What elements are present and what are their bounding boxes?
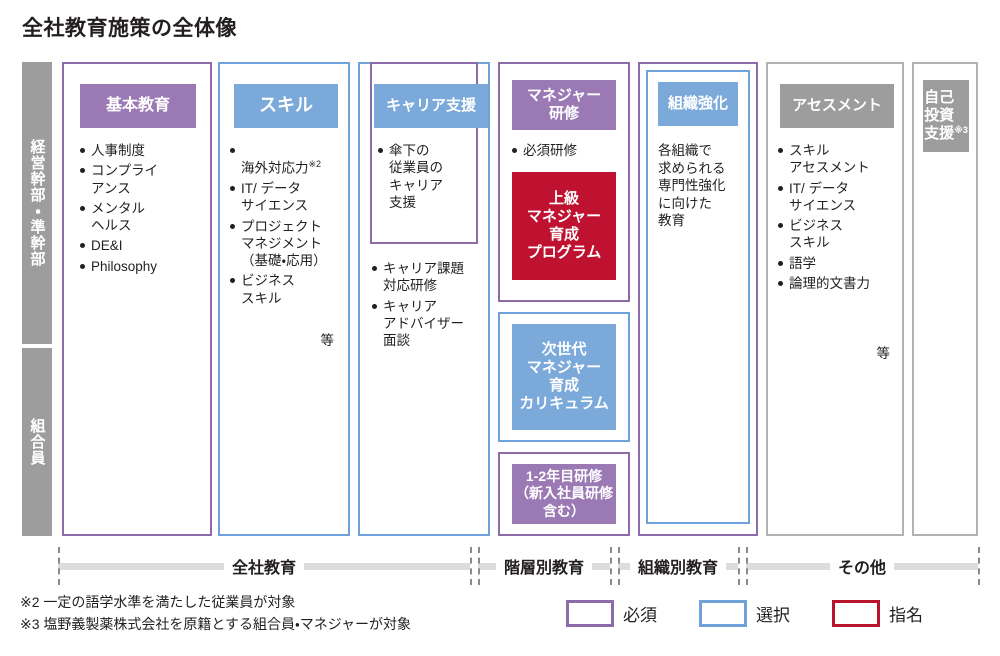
- category-label: 階層別教育: [504, 560, 585, 577]
- list-item: IT/ データ サイエンス: [778, 180, 902, 215]
- list-item: メンタル ヘルス: [80, 200, 204, 235]
- list-manager-training: 必須研修: [512, 142, 622, 162]
- chip-manager-training: マネジャー 研修: [512, 80, 616, 130]
- list-item: 論理的文書力: [778, 275, 902, 292]
- etc-label-skill: 等: [320, 333, 335, 348]
- list-item: キャリア課題 対応研修: [372, 260, 488, 295]
- category-company-wide-education: 全社教育: [58, 545, 471, 587]
- category-divider: [978, 547, 980, 585]
- etc-label-assessment: 等: [876, 346, 891, 361]
- column-career-support[interactable]: キャリア支援 傘下の 従業員の キャリア 支援 キャリア課題 対応研修 キャリア…: [358, 62, 490, 536]
- chip-self-investment: 自己 投資 支援※3: [923, 80, 969, 152]
- list-item: ビジネス スキル: [778, 217, 902, 252]
- category-org-based-education: 組織別教育: [618, 545, 739, 587]
- list-item: 必須研修: [512, 142, 622, 159]
- legend-item-nominated: 指名: [832, 600, 923, 627]
- column-basic-education[interactable]: 基本教育 人事制度 コンプライ アンス メンタル ヘルス DE&I Philos…: [62, 62, 212, 536]
- axis-label-executives: 経営幹部・準幹部: [22, 62, 52, 344]
- subframe-career-support-mandatory: [370, 62, 478, 244]
- category-other: その他: [746, 545, 979, 587]
- list-item: プロジェクト マネジメント （基礎・応用）: [230, 218, 348, 270]
- category-label: その他: [838, 560, 887, 577]
- rule-left: [618, 562, 630, 570]
- category-bar: 全社教育 階層別教育 組織別教育 その他: [0, 545, 1000, 587]
- page-title: 全社教育施策の全体像: [22, 17, 237, 40]
- legend-label: 必須: [623, 606, 657, 625]
- chip-next-gen-manager-curriculum: 次世代 マネジャー 育成 カリキュラム: [512, 324, 616, 430]
- category-divider: [618, 547, 620, 585]
- list-item: スキル アセスメント: [778, 142, 902, 177]
- rule-right: [894, 562, 979, 570]
- axis-label-union-members: 組合員: [22, 348, 52, 536]
- subframe-org-strengthening-elective: [646, 70, 750, 524]
- chip-skill: スキル: [234, 84, 338, 128]
- category-divider: [58, 547, 60, 585]
- column-assessment[interactable]: アセスメント スキル アセスメント IT/ データ サイエンス ビジネス スキル…: [766, 62, 904, 536]
- footnote-marker: ※3: [954, 125, 968, 136]
- category-divider: [738, 547, 740, 585]
- list-item: DE&I: [80, 237, 204, 254]
- chip-year-1-2-training: 1-2年目研修 （新入社員研修 含む）: [512, 464, 616, 524]
- category-label: 全社教育: [232, 560, 297, 577]
- rule-right: [592, 562, 611, 570]
- category-divider: [746, 547, 748, 585]
- list-item: 傘下の 従業員の キャリア 支援: [378, 142, 474, 211]
- list-career-support-inner: 傘下の 従業員の キャリア 支援: [378, 142, 474, 214]
- legend-item-mandatory: 必須: [566, 600, 657, 627]
- footnotes: ※2 一定の語学水準を満たした従業員が対象 ※3 塩野義製薬株式会社を原籍とする…: [20, 592, 411, 635]
- list-item-text: 海外対応力: [241, 160, 309, 176]
- category-level-based-education: 階層別教育: [478, 545, 611, 587]
- rule-left: [746, 562, 830, 570]
- chip-self-investment-label: 自己 投資 支援: [924, 89, 955, 142]
- list-item: ビジネス スキル: [230, 272, 348, 307]
- list-item: 語学: [778, 255, 902, 272]
- list-item: コンプライ アンス: [80, 162, 204, 197]
- legend-swatch-elective: [699, 600, 747, 627]
- rule-right: [726, 562, 739, 570]
- list-item: IT/ データ サイエンス: [230, 180, 348, 215]
- list-item: 人事制度: [80, 142, 204, 159]
- category-label: 組織別教育: [638, 560, 719, 577]
- rule-right: [304, 562, 471, 570]
- column-skill[interactable]: スキル 海外対応力※2 IT/ データ サイエンス プロジェクト マネジメント …: [218, 62, 350, 536]
- text-org-strengthening: 各組織で 求められる 専門性強化 に向けた 教育: [658, 143, 726, 229]
- chip-basic-education: 基本教育: [80, 84, 196, 128]
- chip-career-support: キャリア支援: [374, 84, 488, 128]
- footnote-2: ※2 一定の語学水準を満たした従業員が対象: [20, 594, 296, 610]
- diagram-board: 経営幹部・準幹部 組合員 基本教育 人事制度 コンプライ アンス メンタル ヘル…: [22, 62, 978, 536]
- list-basic-education: 人事制度 コンプライ アンス メンタル ヘルス DE&I Philosophy: [80, 142, 204, 278]
- column-manager-training[interactable]: マネジャー 研修 必須研修 上級 マネジャー 育成 プログラム 次世代 マネジャ…: [498, 62, 630, 536]
- column-org-strengthening[interactable]: 組織強化 各組織で 求められる 専門性強化 に向けた 教育: [638, 62, 758, 536]
- list-item: Philosophy: [80, 258, 204, 275]
- list-career-support: キャリア課題 対応研修 キャリア アドバイザー 面談: [372, 260, 488, 352]
- footnote-3: ※3 塩野義製薬株式会社を原籍とする組合員・マネジャーが対象: [20, 615, 412, 632]
- list-skill: 海外対応力※2 IT/ データ サイエンス プロジェクト マネジメント （基礎・…: [230, 142, 348, 310]
- list-item: キャリア アドバイザー 面談: [372, 298, 488, 350]
- category-divider: [610, 547, 612, 585]
- legend: 必須 選択 指名: [566, 600, 923, 627]
- rule-left: [58, 562, 224, 570]
- category-divider: [478, 547, 480, 585]
- legend-label: 指名: [889, 606, 923, 625]
- column-self-investment[interactable]: 自己 投資 支援※3: [912, 62, 978, 536]
- legend-label: 選択: [756, 606, 790, 625]
- footnote-marker: ※2: [308, 159, 322, 170]
- chip-senior-manager-program: 上級 マネジャー 育成 プログラム: [512, 172, 616, 280]
- legend-item-elective: 選択: [699, 600, 790, 627]
- legend-swatch-mandatory: [566, 600, 614, 627]
- rule-left: [478, 562, 496, 570]
- category-divider: [470, 547, 472, 585]
- chip-org-strengthening: 組織強化: [658, 82, 738, 126]
- legend-swatch-nominated: [832, 600, 880, 627]
- list-assessment: スキル アセスメント IT/ データ サイエンス ビジネス スキル 語学 論理的…: [778, 142, 902, 295]
- list-item: 海外対応力※2: [230, 142, 348, 177]
- chip-assessment: アセスメント: [780, 84, 894, 128]
